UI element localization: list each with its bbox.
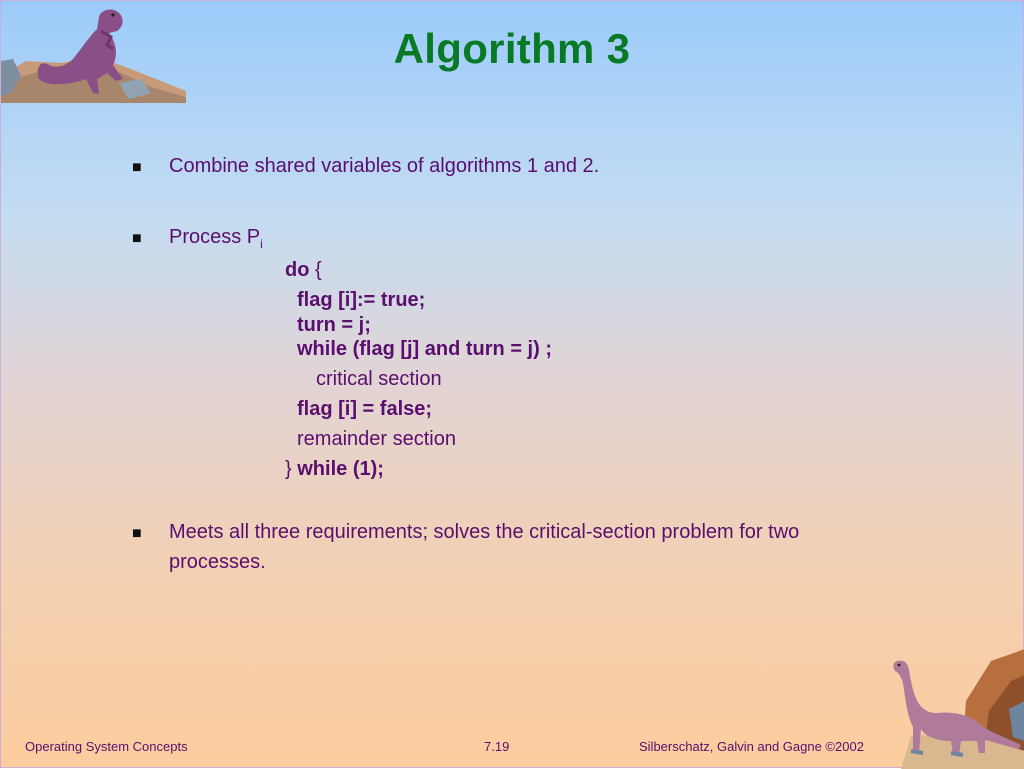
process-subscript: i: [260, 237, 263, 251]
slide-title: Algorithm 3: [393, 25, 631, 72]
bullet-marker: ■: [132, 525, 142, 542]
footer-course-title: Operating System Concepts: [25, 739, 188, 754]
bullet-marker: ■: [132, 230, 142, 247]
footer-slide-number: 7.19: [484, 739, 510, 754]
bullet-text-requirements-line2: processes.: [169, 551, 266, 573]
bullet-text-requirements-line1: Meets all three requirements; solves the…: [169, 521, 800, 543]
code-do-line: do {: [285, 258, 322, 282]
code-line-flag-false: flag [i] = false;: [297, 398, 433, 420]
code-open-brace: {: [315, 259, 322, 281]
code-do-keyword: do: [285, 259, 310, 281]
code-line-turn: turn = j;: [297, 314, 371, 336]
code-close-line: } while (1);: [285, 457, 384, 481]
bullet-text-process: Process Pi: [169, 222, 263, 259]
t-rex-dinosaur-icon: [1, 9, 186, 103]
bullet-text-combine: Combine shared variables of algorithms 1…: [169, 155, 600, 177]
process-label: Process P: [169, 226, 261, 248]
bullet-marker: ■: [132, 159, 142, 176]
code-while-end: while (1);: [297, 458, 384, 480]
code-close-brace: }: [285, 458, 292, 480]
code-remainder-section: remainder section: [297, 428, 456, 450]
code-critical-section: critical section: [316, 368, 442, 390]
footer-copyright: Silberschatz, Galvin and Gagne ©2002: [639, 739, 864, 754]
bullet-text-requirements: Meets all three requirements; solves the…: [169, 517, 799, 577]
brontosaurus-dinosaur-icon: [893, 649, 1024, 769]
code-line-flag-true: flag [i]:= true;: [297, 289, 426, 311]
code-line-while: while (flag [j] and turn = j) ;: [297, 338, 552, 360]
